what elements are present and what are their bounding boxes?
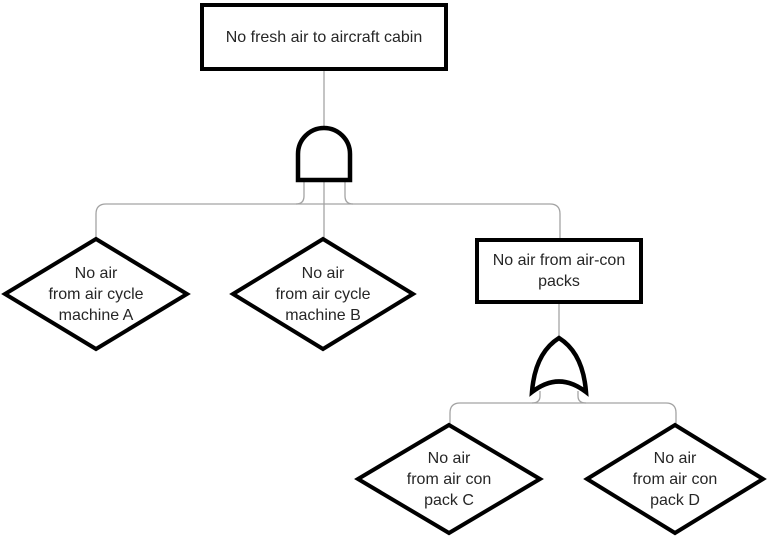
connector-or-branch-rail (449, 402, 677, 425)
node-shapes (1, 3, 767, 536)
basic-event-a-diamond (1, 236, 191, 352)
top-event-box (200, 3, 448, 71)
basic-event-c-diamond (354, 422, 544, 536)
or-gate-icon (529, 335, 589, 397)
connector-and-gate-left-leg (295, 180, 305, 205)
connector-lines (95, 71, 677, 425)
connector-and-branch-rail (95, 203, 561, 239)
and-gate-icon (295, 125, 353, 183)
connector-and-gate-right-leg (344, 180, 354, 205)
intermediate-event-box (475, 238, 643, 304)
basic-event-d-diamond (583, 422, 767, 536)
basic-event-b-diamond (229, 236, 417, 352)
